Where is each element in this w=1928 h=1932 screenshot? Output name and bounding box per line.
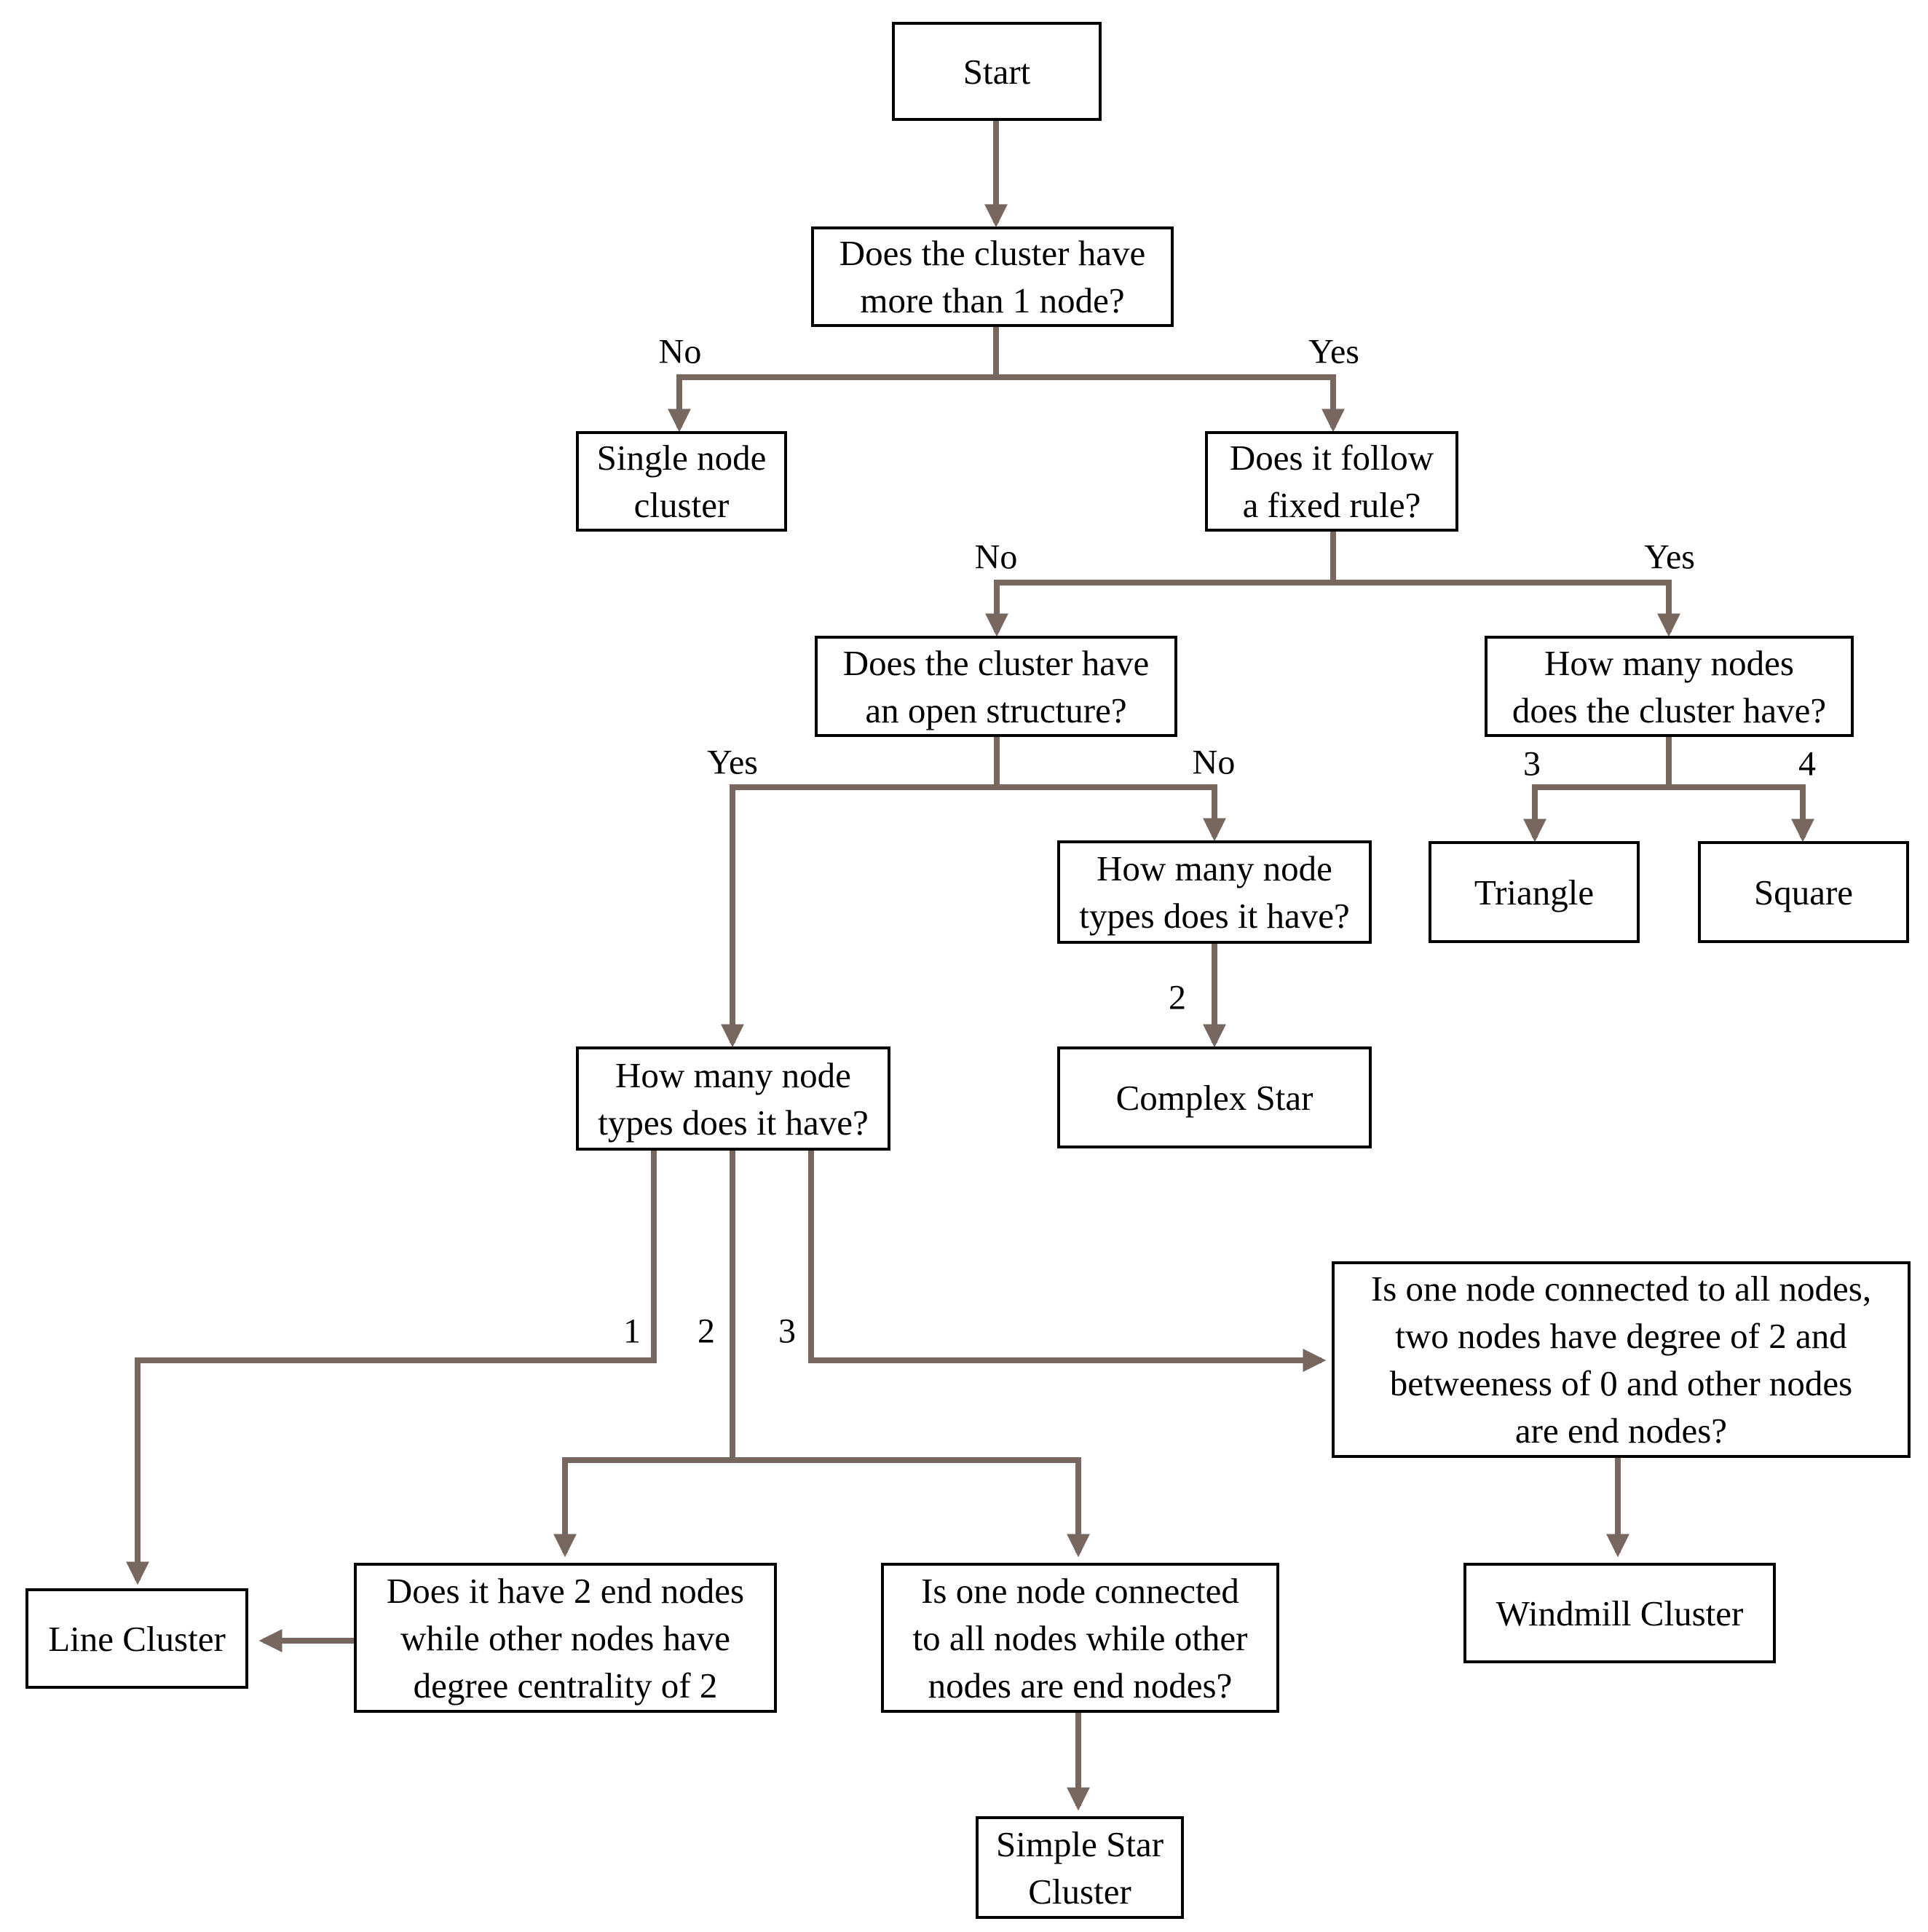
decision-windmill: Is one node connected to all nodes, two …: [1332, 1261, 1911, 1458]
connector-q4-four: [1669, 784, 1814, 843]
decision-open-structure: Does the cluster have an open structure?: [815, 636, 1177, 737]
connector-q6-one: [126, 1151, 657, 1585]
connector-q1-yes: [996, 374, 1345, 433]
decision-two-end-nodes: Does it have 2 end nodes while other nod…: [354, 1563, 777, 1713]
edge-label-yes: Yes: [1644, 537, 1695, 577]
decision-more-than-one-node: Does the cluster have more than 1 node?: [811, 226, 1174, 327]
windmill-cluster: Windmill Cluster: [1463, 1563, 1776, 1663]
triangle-cluster: Triangle: [1429, 841, 1640, 943]
edge-label-no: No: [1192, 743, 1236, 782]
connector-q6-two-left: [553, 1457, 732, 1558]
single-node-cluster: Single node cluster: [576, 431, 787, 532]
connector-q3-yes: [721, 784, 997, 1048]
edge-label-three-nodes: 3: [1523, 744, 1541, 784]
decision-simple-star: Is one node connected to all nodes while…: [881, 1563, 1279, 1713]
connector-q4-three: [1523, 784, 1669, 843]
edge-label-no: No: [658, 332, 702, 371]
connector-q6-two-right: [732, 1457, 1090, 1558]
edge-label-yes: Yes: [1308, 332, 1359, 371]
edge-label-two-types: 2: [698, 1312, 715, 1351]
decision-how-many-nodes: How many nodes does the cluster have?: [1485, 636, 1854, 737]
simple-star-cluster: Simple Star Cluster: [976, 1816, 1184, 1919]
edge-label-one-type: 1: [623, 1312, 641, 1351]
edge-label-two-types: 2: [1169, 978, 1186, 1017]
edge-label-three-types: 3: [778, 1312, 796, 1351]
decision-fixed-rule: Does it follow a fixed rule?: [1205, 431, 1458, 532]
complex-star-cluster: Complex Star: [1057, 1046, 1372, 1148]
connector-q2-no: [985, 580, 1333, 637]
connector-q6-three: [808, 1151, 1327, 1372]
decision-node-types-closed: How many node types does it have?: [1057, 840, 1372, 944]
edge-label-no: No: [974, 537, 1018, 577]
connector-q2-yes: [1333, 580, 1680, 637]
connector-q3-no: [997, 784, 1226, 842]
square-cluster: Square: [1698, 841, 1909, 943]
edge-label-yes: Yes: [707, 743, 758, 782]
decision-node-types-open: How many node types does it have?: [576, 1046, 890, 1151]
connector-q1-no: [668, 374, 996, 433]
start-node: Start: [892, 22, 1102, 121]
line-cluster: Line Cluster: [25, 1588, 248, 1689]
edge-label-four-nodes: 4: [1798, 744, 1816, 784]
